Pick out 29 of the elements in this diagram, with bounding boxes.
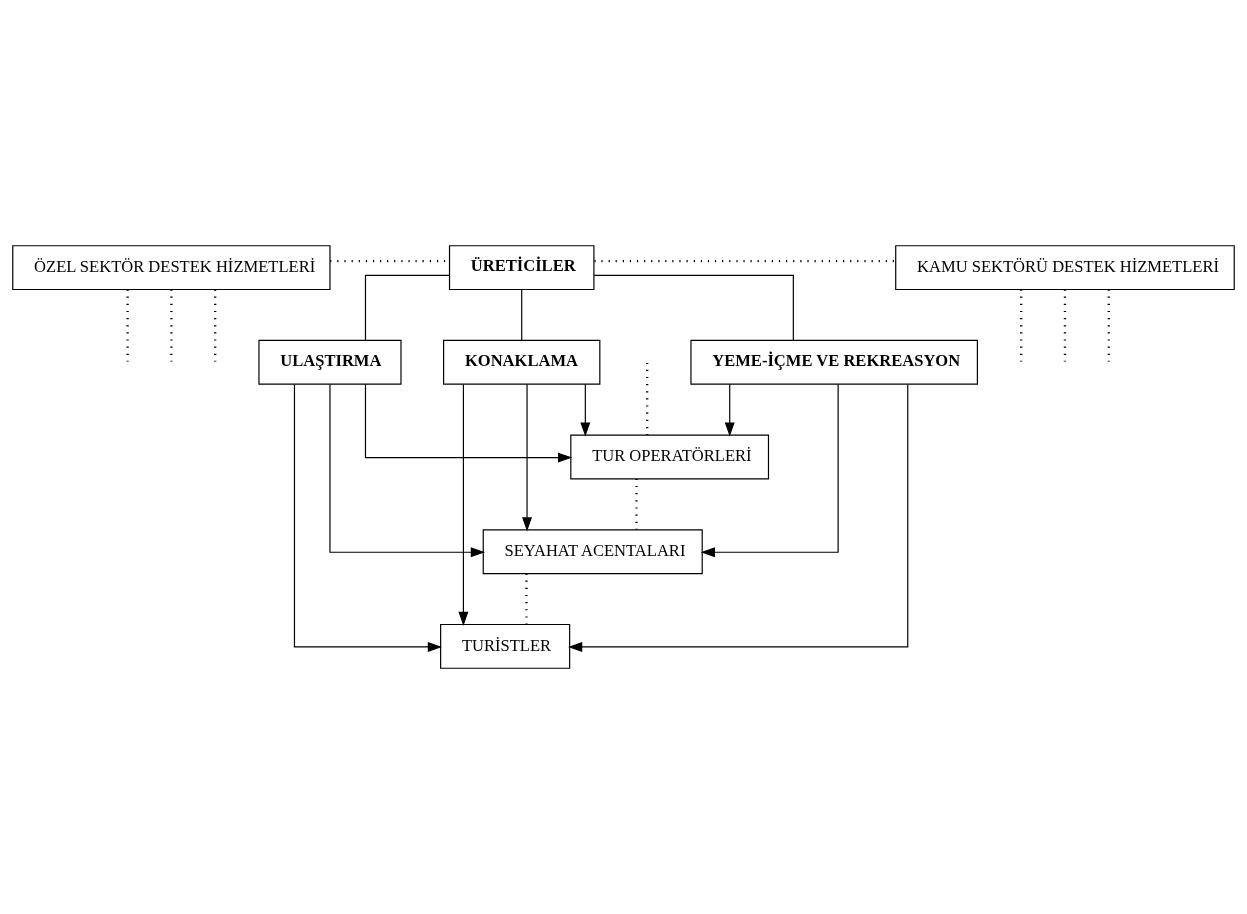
arrow (724, 383, 735, 437)
connector (594, 259, 896, 263)
connector (635, 478, 638, 530)
connector (1107, 289, 1110, 362)
node-box: ÖZEL SEKTÖR DESTEK HİZMETLERİ (12, 245, 331, 291)
arrow (293, 384, 442, 652)
node-box: ULAŞTIRMA (258, 339, 402, 385)
connector (126, 289, 129, 362)
node-box: SEYAHAT ACENTALARI (482, 529, 703, 575)
connector (521, 289, 523, 341)
connector (1063, 289, 1067, 362)
connector (214, 289, 217, 362)
arrow (458, 384, 469, 626)
arrow (329, 383, 485, 558)
arrow (522, 383, 532, 532)
connector (364, 274, 450, 341)
node-box: TURİSTLER (440, 623, 571, 669)
arrow (700, 383, 839, 558)
connector (593, 274, 794, 341)
connector (1020, 289, 1023, 362)
node-box: KAMU SEKTÖRÜ DESTEK HİZMETLERİ (895, 245, 1235, 291)
node-box: KONAKLAMA (443, 339, 601, 385)
node-box: TUR OPERATÖRLERİ (570, 434, 770, 480)
node-box: ÜRETİCİLER (448, 245, 595, 291)
node-box: YEME-İÇME VE REKREASYON (690, 339, 978, 385)
arrow (364, 383, 573, 463)
arrow (568, 384, 909, 652)
arrow (580, 383, 591, 437)
connector (170, 289, 173, 362)
